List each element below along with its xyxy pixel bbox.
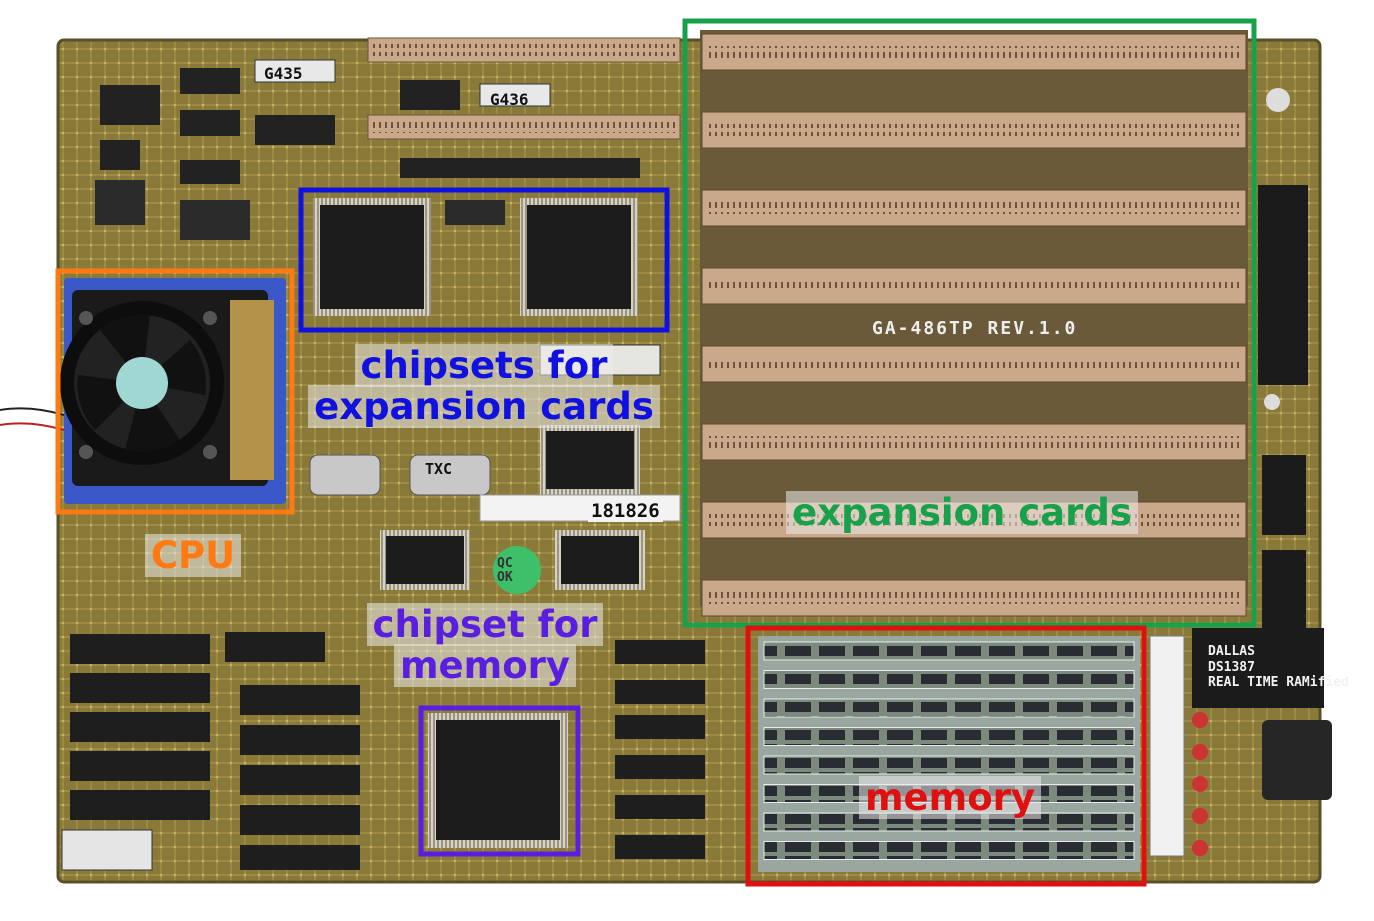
simm-module [763,698,1135,718]
expansion-slot-contacts [708,592,1240,604]
right-edge-components [1149,88,1332,857]
label-memory-line-1: memory [859,776,1041,819]
rtc-line-3: REAL TIME RAMified [1208,675,1349,691]
qc-line-2: OK [497,569,513,585]
label-chipset-memory-line-1: chipset for [366,603,604,646]
chip-label-g435: G435 [264,64,303,83]
cpu-box [55,268,295,515]
memory-simm-sockets [758,636,1140,872]
expansion-slot-contacts [708,46,1240,58]
chip-label-g436: G436 [490,90,529,109]
label-chipsets-expansion-line-1: chipsets for [354,344,614,387]
label-chipset-memory: chipset for memory [340,603,630,688]
label-expansion-cards: expansion cards [776,491,1148,534]
simm-module [763,727,1135,746]
label-chipset-memory-line-2: memory [394,644,576,688]
chipsets-expansion-box [298,187,670,333]
rtc-line-1: DALLAS [1208,644,1255,659]
label-cpu: CPU [108,534,278,577]
memory-box [745,625,1147,887]
logic-chips-center-right [615,640,705,859]
cpu-cooler [0,278,286,504]
chipset-memory-box [418,705,581,857]
label-chipsets-expansion: chipsets for expansion cards [298,344,670,429]
qc-sticker: QC OK [497,557,513,584]
label-chipsets-expansion-line-2: expansion cards [308,385,660,429]
rtc-line-2: DS1387 [1208,659,1255,675]
serial-sticker: 181826 [588,500,663,522]
cache-sram-chips [61,632,360,871]
simm-module [763,670,1135,689]
simm-module [763,755,1135,775]
expansion-slot-contacts [708,124,1240,136]
crystal-label-txc: TXC [425,460,453,478]
simm-module [763,841,1135,860]
qc-line-1: QC [497,556,513,571]
board-model-silkscreen: GA-486TP REV.1.0 [872,318,1078,339]
expansion-slot-contacts [708,436,1240,448]
small-logic-chips-top-left [95,59,336,240]
label-memory: memory [845,776,1055,819]
expansion-slot-contacts [708,280,1240,292]
label-expansion-cards-line-1: expansion cards [786,491,1138,534]
expansion-cards-box [682,18,1257,628]
expansion-slot-contacts [708,358,1240,370]
simm-module [763,641,1135,661]
rtc-chip-label: DALLAS DS1387 REAL TIME RAMified [1208,644,1349,691]
label-cpu-line-1: CPU [144,534,242,577]
isa-slots-top [367,37,681,178]
expansion-slot-contacts [708,202,1240,214]
memory-chipset [428,713,568,848]
expansion-chipsets [313,198,638,316]
